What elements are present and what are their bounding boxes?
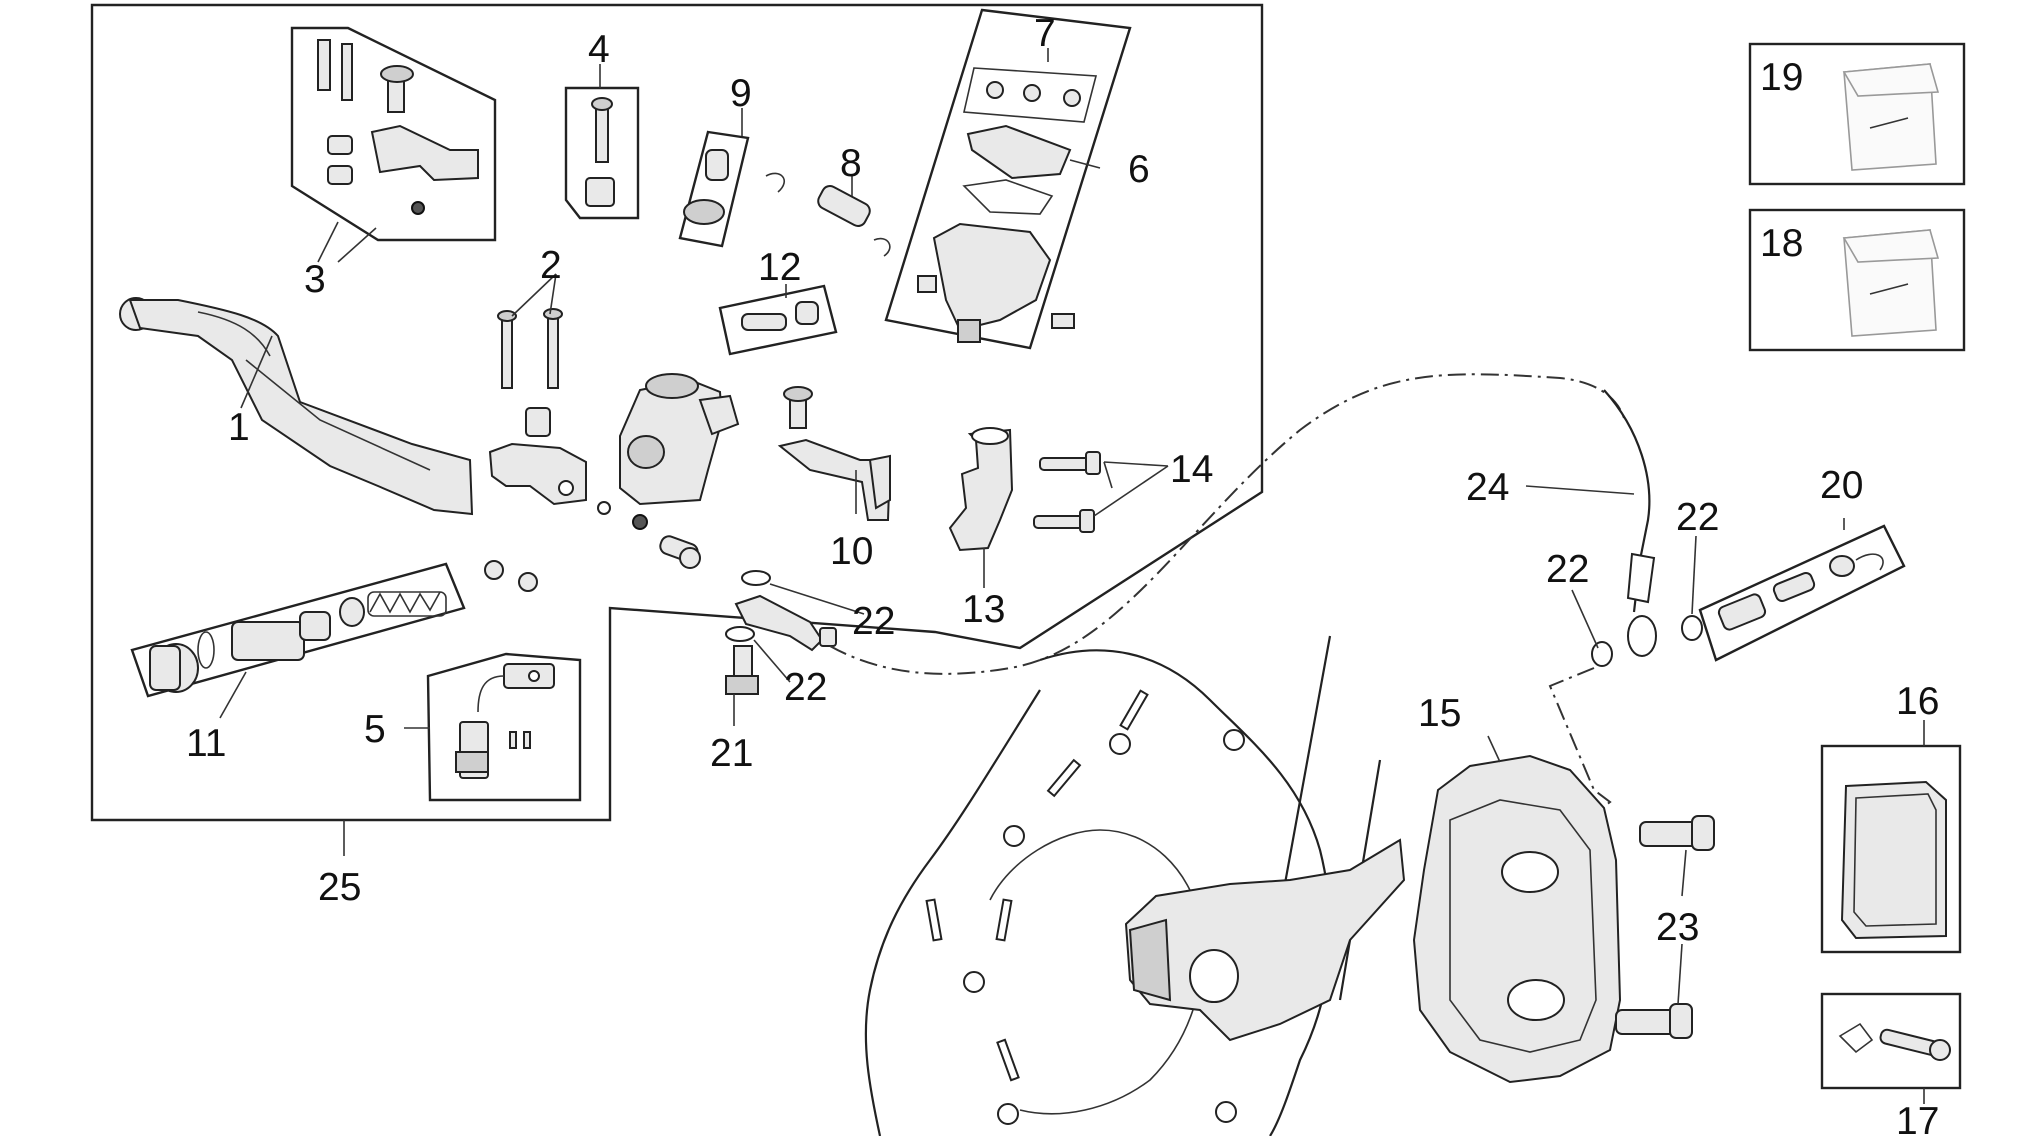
master-cylinder-body [597, 373, 740, 569]
kit-9-banjo-fitting [678, 130, 785, 248]
callout-15: 15 [1418, 692, 1461, 735]
part-2-screws [497, 308, 563, 437]
callout-22-hose-left: 22 [852, 600, 895, 643]
callout-24: 24 [1466, 466, 1509, 509]
kit-5-switch [426, 652, 582, 802]
part-8-adjuster [817, 185, 891, 257]
callout-9: 9 [730, 72, 752, 115]
hose-fitting [1626, 552, 1656, 604]
part-15-brake-caliper [1412, 754, 1622, 1084]
callout-20: 20 [1820, 464, 1863, 507]
callout-1: 1 [228, 406, 250, 449]
callout-12: 12 [758, 246, 801, 289]
callout-21: 21 [710, 732, 753, 775]
callout-17: 17 [1896, 1100, 1939, 1136]
callout-13: 13 [962, 588, 1005, 631]
callout-10: 10 [830, 530, 873, 573]
caliper-mount [1124, 838, 1406, 1042]
part-21-banjo-bolt [725, 570, 837, 695]
handlebar-clamp [488, 442, 587, 506]
part-1-brake-lever [119, 297, 474, 516]
callout-23: 23 [1656, 906, 1699, 949]
part-13-clamp [948, 427, 1014, 552]
callout-7: 7 [1034, 12, 1056, 55]
callout-3: 3 [304, 258, 326, 301]
callout-22-hose-right-a: 22 [1546, 548, 1589, 591]
kit-12-plunger [718, 284, 838, 356]
callout-14: 14 [1170, 448, 1213, 491]
label-3-pointer [317, 221, 339, 263]
kit-17-pad-pin [1820, 992, 1962, 1090]
leader-lines [219, 48, 1925, 1104]
callout-16: 16 [1896, 680, 1939, 723]
kit-20-bleeder [1698, 524, 1906, 662]
callout-22-banjo-bolt: 22 [784, 666, 827, 709]
kit-18-bag [1748, 208, 1966, 352]
callout-5: 5 [364, 708, 386, 751]
kit-3-lever-bracket [290, 26, 497, 242]
callout-6: 6 [1128, 148, 1150, 191]
assembly-frame-25 [90, 3, 1264, 822]
callout-4: 4 [588, 28, 610, 71]
washer-22 [1591, 641, 1613, 667]
kit-4-pin [564, 86, 640, 220]
callout-8: 8 [840, 142, 862, 185]
callout-11: 11 [186, 722, 227, 765]
kit-6-7-reservoir [884, 8, 1132, 350]
part-24-hose [1603, 389, 1651, 613]
part-23-bolts [1615, 815, 1715, 1039]
part-14-bolts [1033, 451, 1101, 533]
brake-disc [864, 649, 1332, 1137]
callout-2: 2 [540, 244, 562, 287]
washer-22b [1681, 615, 1703, 641]
hose-banjo [1627, 615, 1657, 657]
callout-22-hose-right-b: 22 [1676, 496, 1719, 539]
kit-11-piston [130, 560, 538, 698]
kit-19-bag [1748, 42, 1966, 186]
kit-16-brake-pads [1820, 744, 1962, 954]
part-10-bracket [777, 386, 892, 521]
callout-19: 19 [1760, 56, 1803, 99]
callout-25: 25 [318, 866, 361, 909]
brake-hose-route [829, 373, 1625, 675]
callout-18: 18 [1760, 222, 1803, 265]
